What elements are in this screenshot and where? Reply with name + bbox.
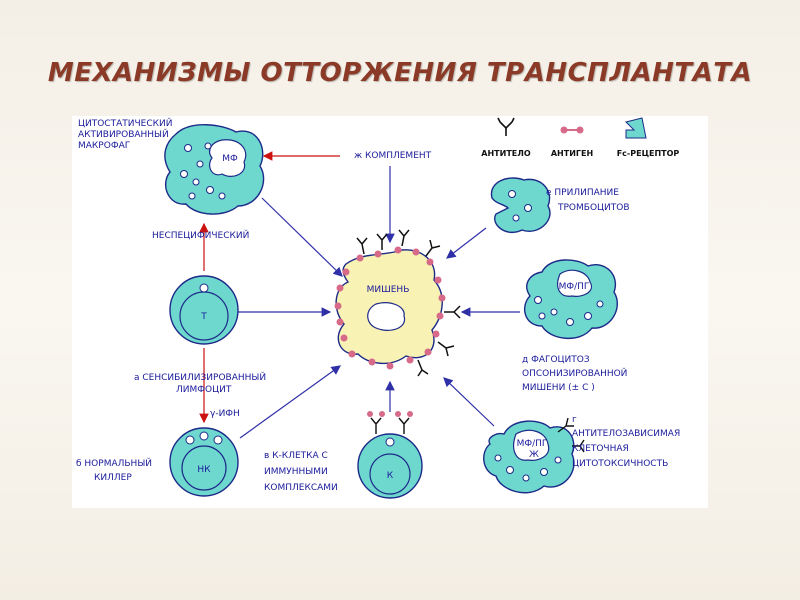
legend-antigen: АНТИГЕН: [551, 149, 593, 158]
k-cell-label-2: ИММУННЫМИ: [264, 467, 328, 477]
t-cell-inner-label: Т: [200, 312, 207, 322]
target-cell: МИШЕНЬ: [334, 229, 461, 377]
arrow-platelet-to-target: [446, 227, 487, 259]
antibody-icon: [497, 117, 515, 136]
nk-label-1: б НОРМАЛЬНЫЙ: [76, 457, 152, 469]
adcc-inner-label-2: Ж: [529, 450, 539, 460]
phagocyte-cell: МФ/ПГ: [523, 259, 619, 340]
nk-cell: НК: [169, 427, 239, 497]
phago-label-2: ОПСОНИЗИРОВАННОЙ: [522, 367, 627, 379]
k-cell: К: [357, 411, 423, 499]
platelet-label-1: е ПРИЛИПАНИЕ: [546, 188, 619, 198]
t-cell-label-1: а СЕНСИБИЛИЗИРОВАННЫЙ: [134, 371, 266, 383]
arrow-adcc-to-target: [443, 377, 495, 427]
antibody-markers: [356, 229, 461, 377]
adcc-label-2: АНТИТЕЛОЗАВИСИМАЯ: [572, 429, 680, 439]
k-cell-label-1: в К-КЛЕТКА С: [264, 451, 328, 461]
antigen-beads: [334, 246, 446, 370]
adcc-label-4: ЦИТОТОКСИЧНОСТЬ: [572, 459, 668, 469]
adcc-label-1: г: [572, 415, 577, 425]
k-cell-label-3: КОМПЛЕКСАМИ: [264, 483, 338, 493]
legend: АНТИТЕЛО АНТИГЕН Fc-РЕЦЕПТОР: [481, 117, 680, 158]
slide-title: МЕХАНИЗМЫ ОТТОРЖЕНИЯ ТРАНСПЛАНТАТА: [47, 58, 753, 88]
macrophage-inner-label: МФ: [222, 154, 238, 164]
legend-fc-receptor: Fc-РЕЦЕПТОР: [617, 149, 680, 158]
target-label: МИШЕНЬ: [367, 285, 410, 295]
adcc-cell: МФ/ПГ Ж: [483, 417, 585, 494]
macrophage-label-2: АКТИВИРОВАННЫЙ: [78, 128, 169, 140]
macrophage-cell: МФ: [164, 124, 265, 215]
antigen-icon: [560, 126, 584, 134]
arrow-macrophage-to-target: [261, 197, 343, 277]
arrows: [199, 151, 520, 439]
nk-inner-label: НК: [197, 465, 211, 475]
nk-label-2: КИЛЛЕР: [94, 473, 132, 483]
fc-receptor-icon: [625, 117, 647, 139]
nonspecific-label: НЕСПЕЦИФИЧЕСКИЙ: [152, 229, 249, 241]
adcc-label-3: КЛЕТОЧНАЯ: [572, 444, 629, 454]
k-cell-inner-label: К: [387, 471, 394, 481]
macrophage-label-1: ЦИТОСТАТИЧЕСКИЙ: [78, 117, 172, 129]
adcc-inner-label-1: МФ/ПГ: [517, 439, 548, 449]
t-cell-label-2: ЛИМФОЦИТ: [176, 385, 232, 395]
platelet-cell: [490, 177, 551, 233]
phago-inner-label: МФ/ПГ: [559, 282, 590, 292]
complement-label: ж КОМПЛЕМЕНТ: [354, 151, 432, 161]
ifn-label: γ-ИФН: [210, 409, 240, 419]
phago-label-3: МИШЕНИ (± С ): [522, 383, 595, 393]
arrow-nk-to-target: [239, 365, 341, 439]
platelet-label-2: ТРОМБОЦИТОВ: [557, 203, 630, 213]
diagram-panel: АНТИТЕЛО АНТИГЕН Fc-РЕЦЕПТОР МФ ЦИТОСТАТ…: [72, 116, 708, 508]
t-cell: Т: [169, 275, 239, 345]
legend-antibody: АНТИТЕЛО: [481, 149, 531, 158]
rejection-mechanisms-diagram: АНТИТЕЛО АНТИГЕН Fc-РЕЦЕПТОР МФ ЦИТОСТАТ…: [76, 117, 680, 499]
phago-label-1: д ФАГОЦИТОЗ: [522, 355, 590, 365]
macrophage-label-3: МАКРОФАГ: [78, 141, 130, 151]
